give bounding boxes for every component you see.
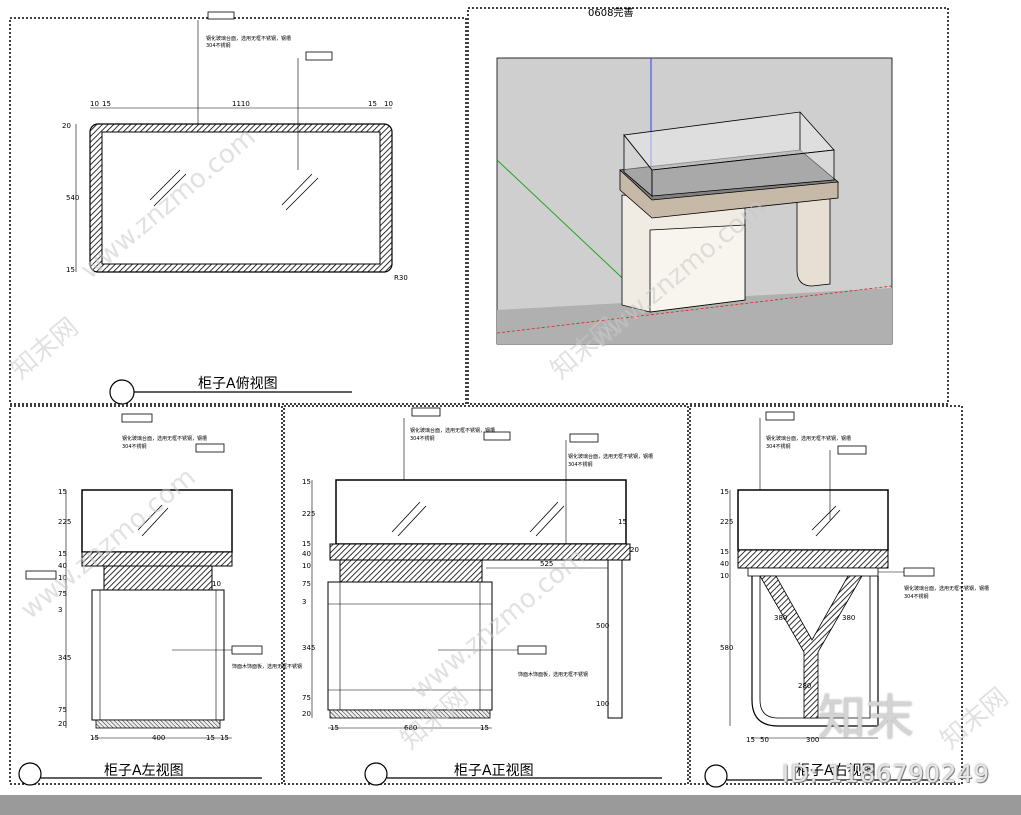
- tag-box: [207, 11, 235, 20]
- right-view-title: 柜子A右视图: [796, 763, 876, 779]
- dim-text: 15: [618, 518, 627, 526]
- note-text: 304不锈钢: [568, 461, 593, 468]
- dim-text: 15: [220, 734, 229, 742]
- dim-text: 15: [480, 724, 489, 732]
- dim-text: 15: [66, 266, 75, 274]
- dim-text: 15: [58, 488, 67, 496]
- dim-text: 75: [58, 706, 67, 714]
- dim-text: 580: [720, 644, 733, 652]
- dim-text: 15: [58, 550, 67, 558]
- note-text: 304不锈钢: [410, 435, 435, 442]
- dim-text: 75: [302, 580, 311, 588]
- note-text: 钢化玻璃台面，选用无框不锈钢，钢槽: [410, 427, 495, 434]
- dim-text: 345: [58, 654, 71, 662]
- dim-text: 10: [90, 100, 99, 108]
- dim-text: 225: [720, 518, 733, 526]
- dim-text: 225: [58, 518, 71, 526]
- dim-text: 50: [760, 736, 769, 744]
- dim-text: 300: [806, 736, 819, 744]
- dim-text: 75: [302, 694, 311, 702]
- dim-text: 10: [58, 574, 67, 582]
- front-view: 15 225 15 40 10 75 3 345 75 20 15 680 15…: [302, 407, 662, 786]
- dim-text: 3: [58, 606, 62, 614]
- dim-text: 10: [212, 580, 221, 588]
- top-view: 10 15 1110 15 10 20 540 15 R30 钢化玻璃台面，选用…: [62, 11, 408, 405]
- note-text: 饰面木饰面板，选用无框不锈钢: [518, 671, 588, 678]
- dim-text: 525: [540, 560, 553, 568]
- view-marker: [109, 379, 135, 405]
- dim-text: 500: [596, 622, 609, 630]
- note-text: 钢化玻璃台面，选用无框不锈钢，钢槽: [904, 585, 989, 592]
- note-text: 饰面木饰面板，选用无框不锈钢: [232, 663, 302, 670]
- right-view: 15 225 15 40 10 580 50 300 15 380 380 28…: [704, 411, 989, 788]
- note-text: 钢化玻璃台面，选用无框不锈钢，钢槽: [122, 435, 207, 442]
- tag-box: [305, 51, 333, 61]
- left-view: 15 225 15 40 10 75 3 345 75 20 15 400 15…: [18, 413, 302, 786]
- model-viewport: 0608完善: [496, 6, 893, 345]
- note-text: 钢化玻璃台面，选用无框不锈钢，钢槽: [568, 453, 653, 460]
- left-view-title: 柜子A左视图: [104, 763, 184, 779]
- dim-text: 400: [152, 734, 165, 742]
- dim-text: 345: [302, 644, 315, 652]
- watermark-text: 知末网: [935, 682, 1014, 755]
- dim-text: 380: [842, 614, 855, 622]
- model-title: 0608完善: [588, 6, 633, 19]
- dim-text: 10: [384, 100, 393, 108]
- sheet-borders: [9, 7, 963, 785]
- dim-text: 1110: [232, 100, 250, 108]
- dim-text: 15: [302, 540, 311, 548]
- dim-text: 15: [368, 100, 377, 108]
- dim-text: 20: [630, 546, 639, 554]
- bottom-bar: [0, 795, 1021, 815]
- dim-text: 20: [302, 710, 311, 718]
- dim-text: 15: [102, 100, 111, 108]
- dim-text: 3: [302, 598, 306, 606]
- note-text: 钢化玻璃台面，选用无框不锈钢，钢槽: [206, 35, 291, 42]
- id-label: ID: 1186790249: [782, 760, 990, 788]
- brand-watermark: 知末: [818, 690, 915, 746]
- note-text: 304不锈钢: [122, 443, 147, 450]
- top-view-title: 柜子A俯视图: [198, 376, 278, 392]
- dim-text: 680: [404, 724, 417, 732]
- dim-text: 540: [66, 194, 79, 202]
- dim-text: 15: [720, 488, 729, 496]
- glass-box: [81, 489, 233, 553]
- note-text: 304不锈钢: [766, 443, 791, 450]
- dim-text: 225: [302, 510, 315, 518]
- dim-text: 15: [90, 734, 99, 742]
- dim-text: 15: [302, 478, 311, 486]
- dim-text: 10: [720, 572, 729, 580]
- dim-text: 15: [330, 724, 339, 732]
- front-view-title: 柜子A正视图: [454, 763, 534, 779]
- note-text: 304不锈钢: [904, 593, 929, 600]
- dim-text: 40: [58, 562, 67, 570]
- dim-text: 280: [798, 682, 811, 690]
- glass-box: [335, 479, 627, 545]
- dim-text: 40: [302, 550, 311, 558]
- dim-text: 380: [774, 614, 787, 622]
- dim-text: 40: [720, 560, 729, 568]
- dim-text: 15: [206, 734, 215, 742]
- top-glass: [101, 131, 381, 265]
- dim-text: R30: [394, 274, 408, 282]
- dim-text: 100: [596, 700, 609, 708]
- dim-text: 75: [58, 590, 67, 598]
- dim-text: 20: [62, 122, 71, 130]
- dim-text: 15: [720, 548, 729, 556]
- glass-box: [737, 489, 889, 551]
- note-text: 钢化玻璃台面，选用无框不锈钢，钢槽: [766, 435, 851, 442]
- note-text: 304不锈钢: [206, 42, 231, 49]
- dim-text: 10: [302, 562, 311, 570]
- dim-text: 15: [746, 736, 755, 744]
- watermark-text: 知末网: [5, 312, 84, 385]
- dim-text: 20: [58, 720, 67, 728]
